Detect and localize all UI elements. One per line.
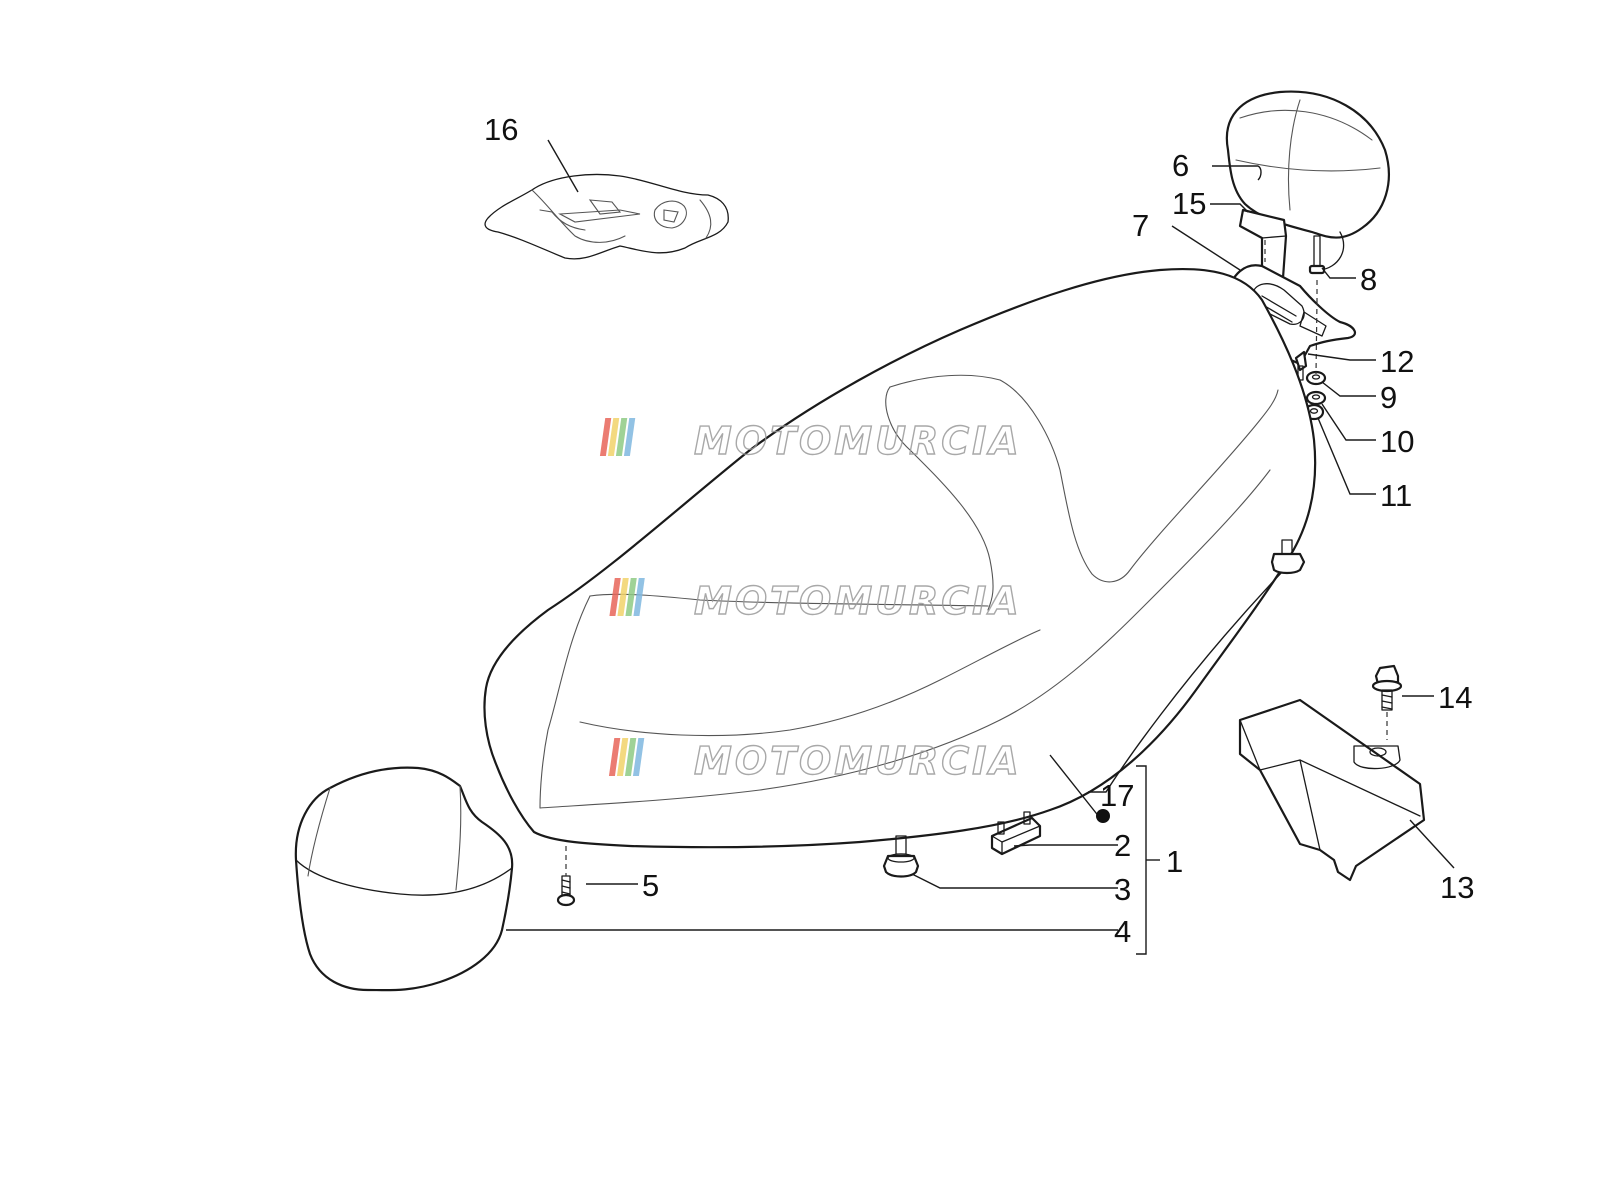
part-5-screw: [556, 875, 576, 907]
part-6-backrest: [1225, 90, 1390, 271]
part-3-upper-bumper: [1270, 539, 1306, 575]
watermark-text: MOTOMURCIA: [694, 579, 1022, 623]
callout-2[interactable]: 2: [1114, 828, 1131, 863]
callout-17[interactable]: 17: [1100, 778, 1134, 813]
callout-13[interactable]: 13: [1440, 870, 1474, 905]
part-13-cover-bracket: [1238, 698, 1426, 882]
callout-12[interactable]: 12: [1380, 344, 1414, 379]
callout-14[interactable]: 14: [1438, 680, 1472, 715]
leader-lines: [506, 139, 1455, 955]
part-17-main-seat: [483, 267, 1317, 849]
callout-16[interactable]: 16: [484, 112, 518, 147]
callout-4[interactable]: 4: [1114, 914, 1131, 949]
part-10-washer: [1305, 390, 1327, 406]
watermark-text: MOTOMURCIA: [694, 739, 1022, 783]
reference-dot: [1096, 809, 1110, 823]
callout-8[interactable]: 8: [1360, 262, 1377, 297]
part-12-bolt: [1294, 350, 1308, 381]
part-3-bumper-pin: [882, 835, 920, 878]
part-2-rubber-block: [990, 811, 1042, 856]
callout-5[interactable]: 5: [642, 868, 659, 903]
watermark-middle: MOTOMURCIA: [609, 578, 1022, 624]
callout-7[interactable]: 7: [1132, 208, 1149, 243]
callout-15[interactable]: 15: [1172, 186, 1206, 221]
callout-1[interactable]: 1: [1166, 844, 1183, 879]
watermark-top: MOTOMURCIA: [599, 418, 1022, 464]
part-4-storage-liner: [294, 766, 514, 992]
watermark-text: MOTOMURCIA: [694, 419, 1022, 463]
part-8-screw: [1308, 235, 1326, 275]
part-16-seat-cover: [484, 173, 729, 260]
callout-3[interactable]: 3: [1114, 872, 1131, 907]
callout-10[interactable]: 10: [1380, 424, 1414, 459]
callout-9[interactable]: 9: [1380, 380, 1397, 415]
callout-6[interactable]: 6: [1172, 148, 1189, 183]
alignment-lines: [565, 240, 1388, 876]
callout-11[interactable]: 11: [1380, 478, 1412, 513]
watermark-bottom: MOTOMURCIA: [608, 738, 1022, 784]
part-14-flange-bolt: [1371, 664, 1403, 711]
